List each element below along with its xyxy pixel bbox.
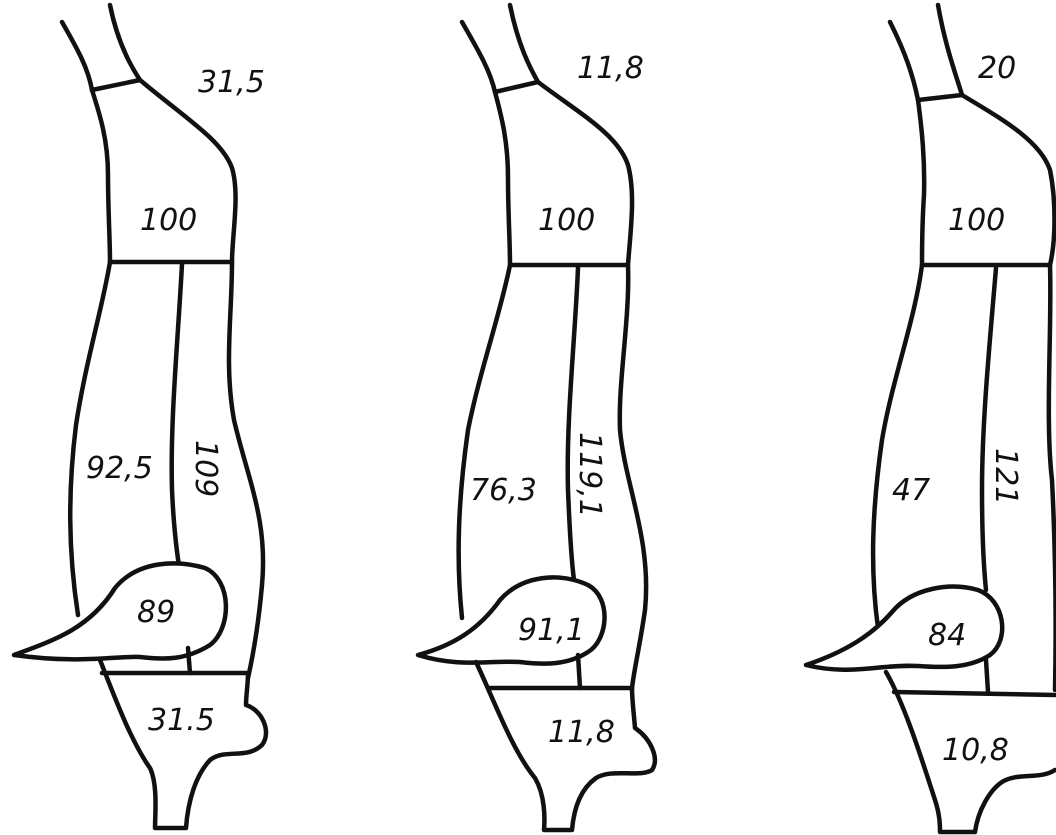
diagram-3-top-label: 20	[978, 51, 1016, 86]
diagram-2-top-label: 11,8	[577, 51, 644, 86]
diagram-1-top-label: 31,5	[198, 65, 265, 100]
diagram-3-body-right	[1049, 265, 1056, 690]
diagram-2-upper-region-label: 100	[538, 203, 595, 238]
diagram-3-bottom-region-label: 10,8	[942, 733, 1009, 768]
diagram-2-body-right	[620, 265, 646, 688]
diagram-1-upper-region-label: 100	[140, 203, 197, 238]
diagram-1	[14, 5, 266, 828]
diagram-2-body-left	[459, 265, 510, 618]
diagram-2-bottom-region-label: 11,8	[548, 715, 615, 750]
diagram-2-top-stem-right	[510, 5, 538, 82]
diagram-3-lobe-label: 84	[928, 618, 966, 653]
diagram-2-right-channel-label: 119,1	[572, 432, 607, 518]
diagram-2-top-stem-left	[462, 22, 495, 92]
diagram-3-lobe-shape	[806, 587, 1002, 670]
diagram-1-top-divider	[92, 80, 140, 90]
diagram-1-bottom-region-label: 31.5	[148, 703, 215, 738]
diagram-2-left-channel-label: 76,3	[470, 473, 537, 508]
diagram-1-bottom-region-outline	[100, 660, 266, 828]
diagram-3-top-stem-left	[890, 22, 918, 100]
diagram-3-upper-region-outline	[918, 95, 1055, 265]
diagram-2	[418, 5, 655, 830]
diagram-1-lobe-connector	[188, 648, 190, 673]
diagram-1-body-left	[70, 262, 110, 615]
diagram-2-lobe-connector	[578, 655, 580, 688]
diagram-1-lobe-shape	[14, 563, 226, 659]
diagram-1-right-channel-label: 109	[188, 440, 223, 497]
diagram-3-left-channel-label: 47	[892, 473, 930, 508]
diagram-3-body-left	[873, 265, 922, 628]
diagram-1-lobe-label: 89	[137, 595, 175, 630]
diagram-2-top-divider	[495, 82, 538, 92]
diagram-3-top-divider	[918, 95, 962, 100]
diagram-3-right-channel-label: 121	[988, 448, 1023, 505]
diagram-1-left-channel-label: 92,5	[86, 451, 153, 486]
diagram-3-top-stem-right	[938, 5, 962, 95]
diagram-1-channel-divider	[172, 264, 182, 572]
diagram-3-channel-divider	[982, 268, 996, 590]
diagram-3	[806, 5, 1056, 832]
diagram-3-lobe-connector	[986, 660, 988, 692]
diagram-1-top-stem-left	[62, 22, 92, 90]
diagram-3-upper-region-label: 100	[948, 203, 1005, 238]
diagram-1-body-right	[229, 262, 263, 678]
diagram-3-bottom-divider	[894, 692, 1055, 695]
diagram-1-top-stem-right	[110, 5, 140, 80]
diagram-2-channel-divider	[568, 268, 578, 580]
diagram-2-lobe-label: 91,1	[518, 613, 585, 648]
